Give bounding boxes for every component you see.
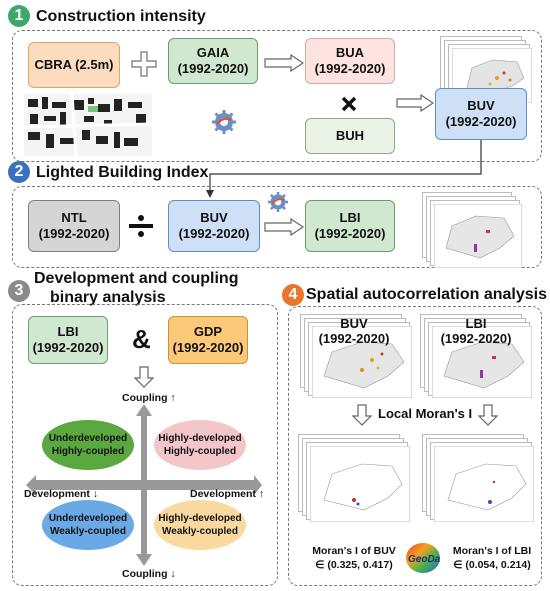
down-arrow-3 — [134, 366, 154, 388]
geoda-logo-icon: GeoDa — [406, 543, 441, 573]
bua-box: BUA(1992-2020) — [305, 38, 395, 84]
coupling-up-label: Coupling ↑ — [122, 392, 176, 404]
gdp-box: GDP(1992-2020) — [168, 316, 248, 364]
moran-lbi-range: ∈ (0.054, 0.214) — [453, 559, 531, 571]
gaia-box: GAIA(1992-2020) — [168, 38, 258, 84]
section-4-panel — [288, 306, 542, 586]
cbra-image — [24, 94, 152, 156]
local-moran-label: Local Moran's I — [378, 406, 473, 421]
quadrant-axes — [26, 404, 262, 566]
section-3-panel — [12, 304, 278, 586]
development-down-label: Development ↓ — [24, 488, 99, 500]
section-4-title: Spatial autocorrelation analysis — [306, 286, 547, 303]
section-3-title-line2: binary analysis — [50, 289, 166, 306]
section-2-panel — [12, 186, 542, 268]
gear-icon — [268, 192, 288, 212]
moran-lbi-label: Moran's I of LBI — [452, 545, 532, 557]
coupling-down-label: Coupling ↓ — [122, 568, 176, 580]
buh-box: BUH — [305, 118, 395, 154]
moran-buv-range: ∈ (0.325, 0.417) — [315, 559, 393, 571]
arrow-to-buv-1 — [396, 94, 434, 112]
section-1-badge: 1 — [8, 5, 30, 27]
section-1-panel — [12, 30, 542, 162]
divide-icon — [129, 215, 153, 237]
lbi-box-2: LBI(1992-2020) — [305, 200, 395, 252]
moran-buv-label: Moran's I of BUV — [312, 545, 396, 557]
down-arrow-buv — [352, 404, 372, 426]
arrow-buv-lbi — [264, 218, 304, 236]
lbi-map-label: LBI(1992-2020) — [440, 316, 512, 346]
multiply-icon — [341, 96, 357, 112]
svg-text:GeoDa: GeoDa — [408, 554, 441, 565]
buv-map-label: BUV(1992-2020) — [318, 316, 390, 346]
development-up-label: Development ↑ — [190, 488, 265, 500]
section-3-title-line1: Development and coupling — [34, 270, 239, 287]
moran-lbi-block: Moran's I of LBI ∈ (0.054, 0.214) — [440, 544, 544, 572]
plus-icon — [131, 51, 157, 77]
section-2-title: Lighted Building Index — [36, 164, 209, 181]
section-2-badge: 2 — [8, 161, 30, 183]
buv-box-1: BUV(1992-2020) — [435, 88, 527, 140]
buv-box-2: BUV(1992-2020) — [168, 200, 260, 252]
arrow-gaia-bua — [264, 54, 304, 72]
section-3-badge: 3 — [8, 280, 30, 302]
down-arrow-lbi — [478, 404, 498, 426]
section-4-badge: 4 — [282, 284, 304, 306]
gear-icon — [212, 110, 236, 134]
ntl-box: NTL(1992-2020) — [28, 200, 120, 252]
ampersand: & — [132, 324, 151, 354]
lbi-box-3: LBI(1992-2020) — [28, 316, 108, 364]
cbra-box: CBRA (2.5m) — [28, 42, 120, 88]
connector-buv — [206, 140, 482, 198]
section-1-title: Construction intensity — [36, 8, 206, 25]
moran-buv-block: Moran's I of BUV ∈ (0.325, 0.417) — [302, 544, 406, 572]
